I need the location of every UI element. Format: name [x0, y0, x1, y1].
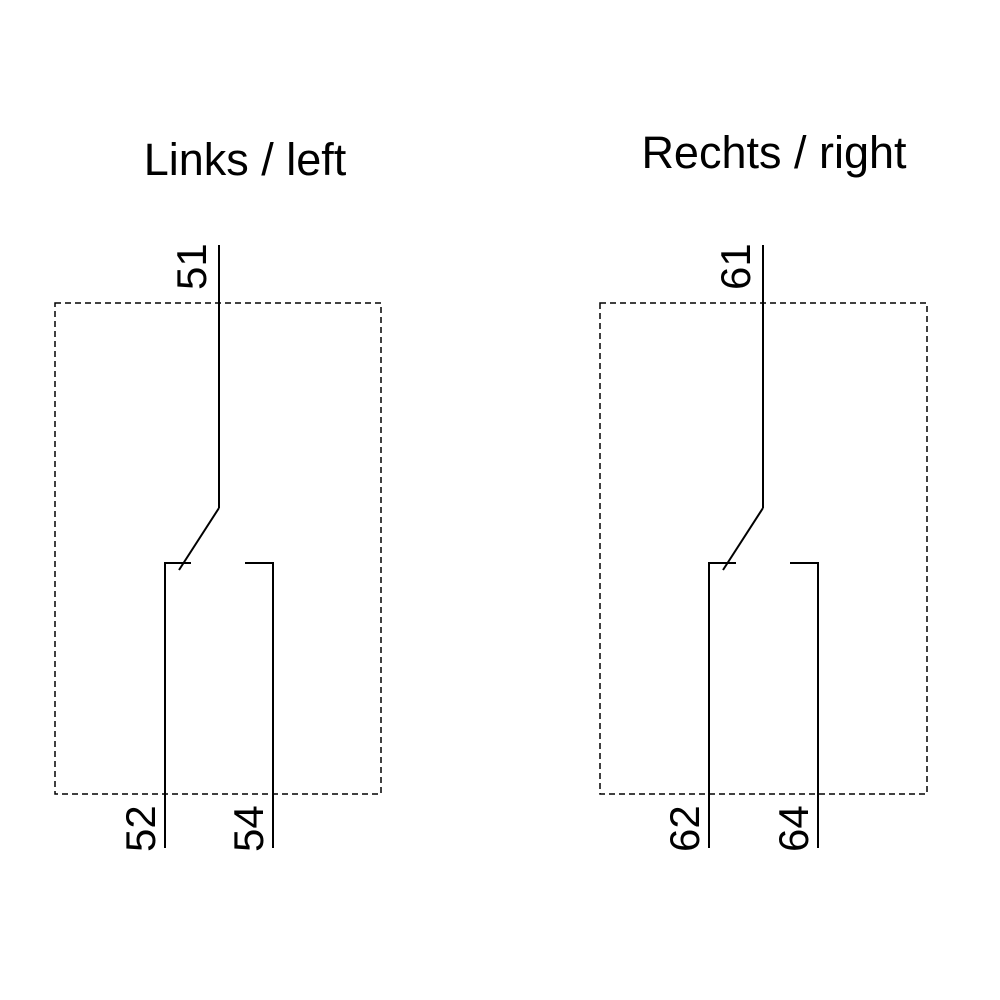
right-title: Rechts / right — [641, 127, 907, 178]
left-title: Links / left — [144, 134, 347, 185]
terminal-51: 51 — [168, 243, 215, 290]
left-contact-unit: Links / left 51 52 54 — [54, 134, 382, 852]
terminal-52: 52 — [117, 805, 164, 852]
right-switch-blade — [722, 507, 764, 571]
left-switch-blade — [178, 507, 220, 571]
terminal-54: 54 — [225, 805, 272, 852]
right-contact-unit: Rechts / right 61 62 64 — [599, 127, 928, 852]
terminal-64: 64 — [770, 805, 817, 852]
left-nc-contact — [164, 562, 191, 848]
right-nc-contact — [708, 562, 736, 848]
left-no-contact — [245, 562, 274, 848]
right-no-contact — [790, 562, 819, 848]
terminal-61: 61 — [712, 243, 759, 290]
terminal-62: 62 — [661, 805, 708, 852]
